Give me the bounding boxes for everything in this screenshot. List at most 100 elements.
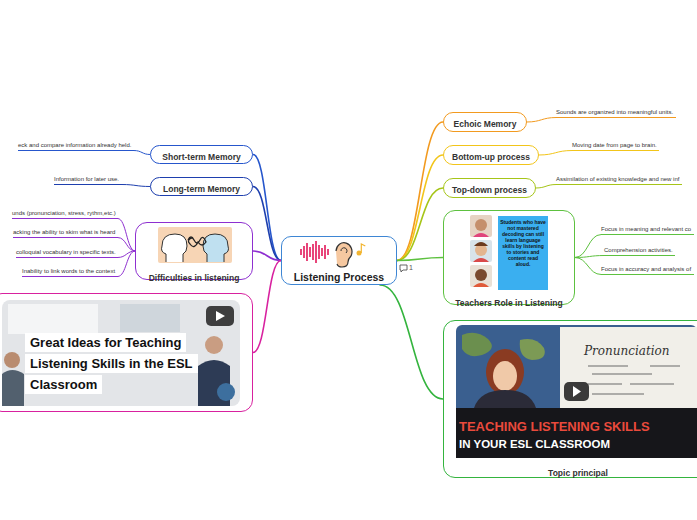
ear — [336, 243, 352, 267]
branch-connector — [527, 118, 556, 123]
branch-connector — [397, 188, 443, 261]
text-holder: eck and compare information already held… — [18, 141, 134, 149]
text-holder: IN YOUR ESL CLASSROOM — [459, 434, 610, 452]
wave-bar — [309, 247, 311, 257]
branch-connector — [253, 155, 281, 261]
subtopic: eck and compare information already held… — [18, 141, 134, 151]
branch-connector — [397, 258, 443, 261]
branch-topic: Bottom-up process — [443, 145, 539, 165]
wave-bar — [303, 246, 305, 258]
video-thumbnail — [2, 300, 240, 406]
subtopic-text: eck and compare information already held… — [18, 141, 134, 149]
topic-text: Bottom-up process — [452, 152, 530, 162]
central-topic: Listening Process — [281, 236, 397, 285]
face — [493, 361, 517, 391]
video-topic: Great Ideas for Teaching Listening Skill… — [0, 293, 253, 412]
board-writing — [588, 366, 680, 394]
text-holder: Students who have not mastered decoding … — [498, 216, 548, 290]
head-outline — [203, 234, 229, 262]
children-photos — [470, 215, 492, 287]
subtopic-text: colloquial vocabulary in specific texts. — [16, 248, 118, 256]
subtopic-text: Inability to link words to the context — [22, 267, 118, 275]
text-holder: Difficulties in listening — [136, 267, 252, 285]
text-holder: Assimilation of existing knowledge and n… — [556, 175, 682, 183]
text-holder: Inability to link words to the context — [22, 267, 118, 275]
text-holder: Bottom-up process — [452, 146, 530, 164]
subtopic: Information for later use. — [54, 175, 122, 185]
text-holder: Topic principal — [444, 462, 697, 480]
topic-text: Long-term Memory — [163, 184, 240, 194]
subtopic-text: Focus in accuracy and analysis of — [601, 265, 694, 273]
head-outline — [162, 234, 188, 262]
photo — [470, 240, 492, 262]
branch-connector — [253, 187, 281, 261]
branch-connector — [397, 122, 443, 261]
picture-topic: Difficulties in listening — [135, 222, 253, 280]
branch-connector — [118, 251, 135, 277]
shirt — [473, 233, 489, 237]
person-head — [205, 336, 223, 354]
window — [8, 304, 98, 334]
lesson-video-thumbnail — [456, 325, 697, 458]
photo-ground — [456, 325, 697, 458]
photo-ground — [2, 300, 240, 406]
branch-connector — [253, 251, 281, 261]
hair — [474, 242, 488, 246]
subtopic: Focus in accuracy and analysis of — [601, 265, 694, 275]
body — [474, 390, 536, 408]
topic-text: Teachers Role in Listening — [455, 298, 563, 308]
subtopic: Focus in meaning and relevant co — [601, 225, 694, 235]
subtopic-text: Moving date from page to brain. — [572, 141, 659, 149]
text-holder: Moving date from page to brain. — [572, 141, 659, 149]
person-head — [4, 352, 20, 368]
topic-text: Difficulties in listening — [149, 273, 240, 283]
wave-bar — [306, 243, 308, 261]
branch-topic: Short-term Memory — [150, 145, 253, 164]
photo — [470, 215, 492, 237]
wave-bar — [324, 245, 326, 259]
subtopic: unds (pronunciation, stress, rythm,etc.) — [12, 209, 118, 219]
picture-topic: Students who have not mastered decoding … — [443, 210, 575, 305]
picture-ground — [158, 227, 232, 263]
topic-text: Echoic Memory — [454, 119, 517, 129]
branch-connector — [539, 151, 572, 156]
wave-bar — [318, 245, 320, 259]
ear-inner — [341, 248, 347, 253]
hair — [486, 349, 524, 395]
text-holder: TEACHING LISTENING SKILLS — [459, 417, 650, 435]
shirt — [473, 258, 489, 262]
face — [475, 219, 487, 231]
speech-bubble — [400, 265, 407, 272]
face — [475, 269, 487, 281]
title-band — [456, 408, 697, 458]
text-holder: Focus in meaning and relevant co — [601, 225, 694, 233]
comment-icon — [400, 265, 407, 272]
text-holder: Information for later use. — [54, 175, 122, 183]
text-holder: Great Ideas for Teaching Listening Skill… — [25, 332, 203, 395]
topic-text: Great Ideas for Teaching Listening Skill… — [25, 333, 198, 394]
map-land — [462, 333, 492, 356]
text-holder: Comprehension activities. — [604, 246, 675, 254]
branch-topic: Long-term Memory — [150, 177, 253, 196]
subtopic-text: Comprehension activities. — [604, 246, 675, 254]
listening-icon — [300, 241, 365, 267]
topic-text: Top-down process — [452, 185, 527, 195]
comment-count: 1 — [409, 264, 413, 271]
text-holder: Short-term Memory — [162, 146, 240, 164]
text-holder: Pronunciation — [584, 341, 670, 359]
text-holder: Long-term Memory — [163, 178, 240, 196]
topic-text: Short-term Memory — [162, 152, 240, 162]
topic-text: Students who have not mastered decoding … — [500, 219, 546, 267]
text-holder: Teachers Role in Listening — [444, 292, 574, 310]
play-button — [206, 306, 234, 326]
subtopic-text: Information for later use. — [54, 175, 122, 183]
music-note-stem — [361, 244, 365, 253]
wave-bar — [312, 244, 314, 260]
text-holder: Focus in accuracy and analysis of — [601, 265, 694, 273]
wave-bar — [315, 241, 317, 263]
logo-badge — [217, 383, 235, 401]
branch-connector — [575, 258, 601, 275]
branch-topic: Top-down process — [443, 178, 536, 198]
topic-text: Listening Process — [294, 271, 384, 283]
heads-picture — [158, 227, 232, 263]
